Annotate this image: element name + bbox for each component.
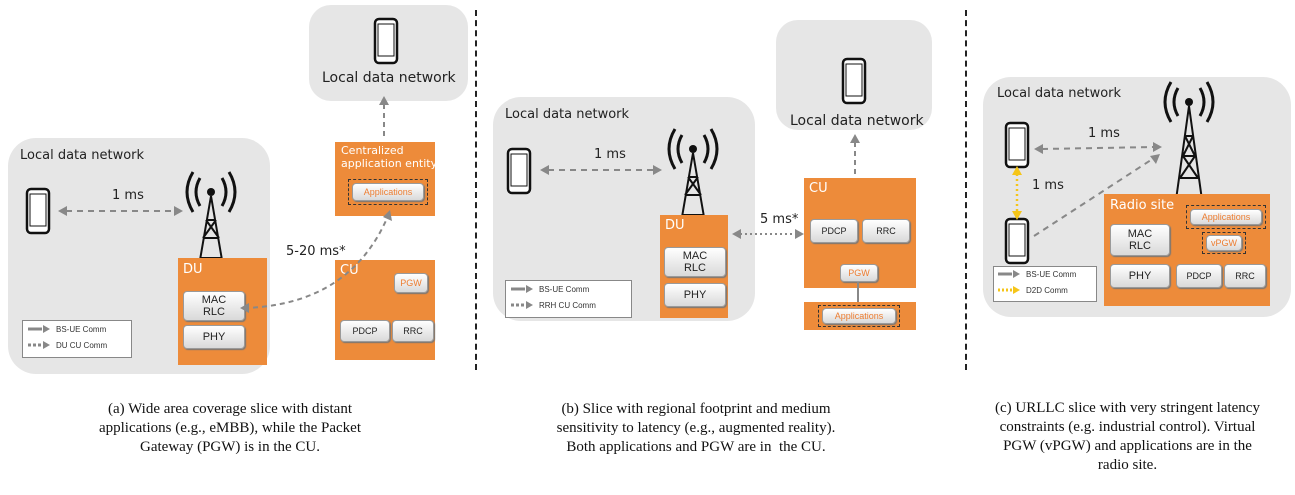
caption-b: (b) Slice with regional footprint and me…	[556, 401, 836, 455]
du-cu-link-arrow	[732, 229, 804, 239]
phy-block: PHY	[183, 325, 245, 349]
caption-a: (a) Wide area coverage slice with distan…	[98, 401, 362, 455]
rrc-block: RRC	[392, 320, 434, 342]
phone-icon	[1004, 217, 1030, 265]
remote-data-network-label: Local data network	[790, 113, 924, 129]
legend-item-rrh-cu: RRH CU Comm	[511, 300, 596, 310]
phone-icon	[1004, 121, 1030, 169]
legend-item-d2d: D2D Comm	[998, 285, 1068, 295]
antenna-tower-icon	[185, 171, 237, 261]
latency-d2d-label: 1 ms	[1032, 178, 1064, 193]
applications-dashed-border	[348, 179, 428, 205]
ue2-tower-link	[1033, 154, 1160, 237]
ue-link-arrow	[58, 206, 183, 216]
applications-block: Applications	[1190, 209, 1262, 225]
cu-title: CU	[809, 181, 828, 196]
latency-cu-label: 5 ms*	[760, 212, 799, 227]
du-title: DU	[665, 218, 685, 233]
applications-dashed-border	[818, 305, 900, 327]
legend-item-bs-ue: BS-UE Comm	[28, 324, 106, 334]
ue-link-arrow	[540, 165, 662, 175]
applications-dashed-border	[1186, 205, 1266, 229]
vpgw-block: vPGW	[1206, 235, 1242, 251]
separator-right	[965, 10, 967, 370]
applications-block: Applications	[352, 183, 424, 201]
local-data-network-label: Local data network	[505, 107, 630, 122]
app-to-network-arrow	[379, 96, 389, 140]
phy-block: PHY	[1110, 264, 1170, 288]
mac-rlc-block: MAC RLC	[664, 247, 726, 277]
latency-ue-label: 1 ms	[112, 188, 144, 203]
du-cu-link-arrow	[240, 210, 392, 313]
pdcp-block: PDCP	[340, 320, 390, 342]
du-title: DU	[183, 262, 203, 277]
rrc-block: RRC	[862, 219, 910, 243]
vpgw-dashed-border	[1202, 232, 1246, 254]
antenna-tower-icon	[1163, 81, 1215, 201]
phone-icon	[841, 57, 867, 105]
pdcp-block: PDCP	[810, 219, 858, 243]
local-data-network-label: Local data network	[997, 86, 1122, 101]
radio-site-title: Radio site	[1110, 198, 1175, 213]
phone-icon	[506, 147, 532, 195]
ue-link-arrow	[1034, 142, 1162, 154]
legend-item-bs-ue: BS-UE Comm	[998, 269, 1076, 279]
legend	[993, 266, 1097, 302]
rrc-block: RRC	[1224, 264, 1266, 288]
phone-icon	[373, 17, 399, 65]
local-data-network-label: Local data network	[20, 148, 145, 163]
pdcp-block: PDCP	[1176, 264, 1222, 288]
latency-ue-label: 1 ms	[594, 147, 626, 162]
antenna-tower-icon	[667, 128, 719, 218]
legend	[22, 320, 132, 358]
latency-ue-label: 1 ms	[1088, 126, 1120, 141]
legend-item-bs-ue: BS-UE Comm	[511, 284, 589, 294]
pgw-app-connector	[857, 282, 859, 304]
caption-c: (c) URLLC slice with very stringent late…	[995, 400, 1260, 473]
pgw-block: PGW	[394, 273, 428, 293]
mac-rlc-block: MAC RLC	[1110, 224, 1170, 256]
phy-block: PHY	[664, 283, 726, 307]
legend-item-du-cu: DU CU Comm	[28, 340, 107, 350]
applications-block: Applications	[822, 308, 896, 324]
pgw-block: PGW	[840, 264, 878, 282]
app-entity-title: Centralized application entity	[341, 144, 438, 170]
cu-to-network-arrow	[850, 134, 860, 176]
phone-icon	[25, 187, 51, 235]
latency-cu-label: 5-20 ms*	[286, 244, 346, 259]
mac-rlc-block: MAC RLC	[183, 291, 245, 321]
d2d-link-arrow	[1012, 166, 1022, 220]
remote-data-network-label: Local data network	[322, 70, 456, 86]
separator-left	[475, 10, 477, 370]
